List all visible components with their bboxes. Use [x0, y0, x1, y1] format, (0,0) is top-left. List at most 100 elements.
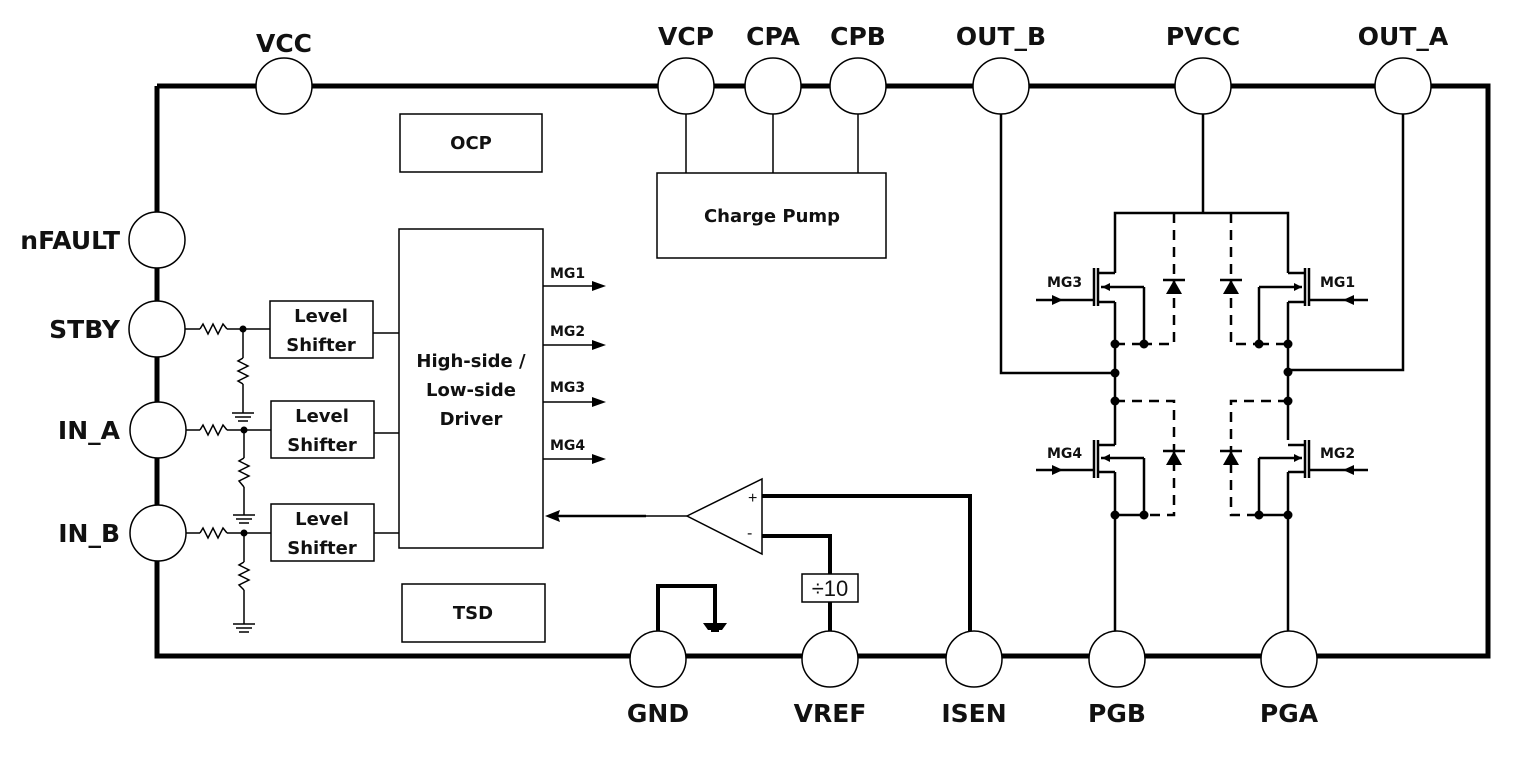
series-resistor	[199, 526, 228, 540]
pulldown-resistor	[236, 357, 250, 385]
mosfet-mg1: MG1	[1257, 268, 1368, 344]
pin-label: IN_A	[58, 416, 121, 445]
pin-label: VCP	[658, 22, 714, 51]
gnd-connection	[656, 584, 727, 632]
pin-label: ISEN	[941, 699, 1006, 728]
pin-circle	[1088, 630, 1146, 688]
ground-icon	[232, 412, 254, 422]
output-mg2: MG2	[543, 324, 606, 350]
output-mg4: MG4	[543, 438, 606, 464]
driver-label-line3: Driver	[440, 409, 503, 430]
pin-vref: VREF	[794, 630, 867, 728]
pin-circle	[129, 401, 187, 459]
pin-pga: PGA	[1260, 630, 1319, 728]
pin-circle	[1374, 57, 1432, 115]
pin-circle	[801, 630, 859, 688]
junction-dots	[1110, 339, 1293, 520]
arrow-left-icon	[1343, 465, 1354, 475]
pin-vcc: VCC	[255, 29, 313, 115]
pin-label: CPB	[830, 22, 886, 51]
tsd-block: TSD	[401, 583, 546, 643]
input-network-stby: Level Shifter	[185, 300, 399, 422]
pin-circle	[128, 211, 186, 269]
driver-label-line1: High-side /	[416, 351, 526, 372]
pin-circle	[744, 57, 802, 115]
pin-pgb: PGB	[1088, 630, 1146, 728]
gate-label: MG1	[1320, 275, 1355, 291]
ocp-block: OCP	[399, 113, 543, 173]
pin-label: OUT_A	[1358, 22, 1449, 51]
arrow-right-icon	[592, 281, 606, 291]
charge-pump-label: Charge Pump	[704, 206, 840, 227]
diode-icon	[1166, 280, 1182, 294]
level-shifter-label: Shifter	[287, 538, 357, 559]
pin-circle	[945, 630, 1003, 688]
pin-circle	[255, 57, 313, 115]
pulldown-resistor	[237, 561, 251, 591]
pin-out-b: OUT_B	[956, 22, 1046, 115]
ground-icon	[233, 514, 255, 524]
pin-in-a: IN_A	[58, 401, 187, 459]
mosfet-mg3: MG3	[1036, 268, 1146, 344]
minus-sign: -	[747, 525, 752, 542]
plus-sign: +	[748, 490, 757, 507]
pin-label: PVCC	[1166, 22, 1240, 51]
ground-icon	[703, 623, 727, 632]
output-label: MG2	[550, 324, 585, 340]
pin-label: PGB	[1088, 699, 1146, 728]
pin-out-a: OUT_A	[1358, 22, 1449, 115]
pin-gnd: GND	[627, 630, 689, 728]
pin-circle	[972, 57, 1030, 115]
diode-top-right	[1220, 213, 1288, 346]
pin-label: IN_B	[58, 519, 120, 548]
gate-label: MG2	[1320, 446, 1355, 462]
level-shifter-label: Level	[295, 509, 349, 530]
pin-circle	[829, 57, 887, 115]
comparator: + -	[545, 477, 972, 631]
pin-circle	[629, 630, 687, 688]
arrow-left-icon	[545, 510, 560, 522]
pin-pvcc: PVCC	[1166, 22, 1240, 115]
pin-stby: STBY	[49, 300, 186, 358]
pin-label: GND	[627, 699, 689, 728]
pin-circle	[129, 504, 187, 562]
pin-cpa: CPA	[744, 22, 802, 115]
mosfet-mg4: MG4	[1036, 399, 1185, 517]
diode-icon	[1223, 451, 1239, 465]
arrow-right-icon	[592, 397, 606, 407]
pin-circle	[1260, 630, 1318, 688]
pin-label: STBY	[49, 315, 121, 344]
tsd-label: TSD	[453, 603, 493, 624]
input-network-in-a: Level Shifter	[186, 400, 399, 524]
series-resistor	[199, 322, 228, 336]
pulldown-resistor	[237, 457, 251, 488]
diode-icon	[1166, 451, 1182, 465]
divider-block: ÷10	[801, 573, 859, 631]
pin-nfault: nFAULT	[20, 211, 186, 269]
arrow-right-icon	[1052, 465, 1063, 475]
pin-isen: ISEN	[941, 630, 1007, 728]
driver-block: High-side / Low-side Driver	[398, 228, 544, 549]
pin-label: nFAULT	[20, 226, 120, 255]
pin-circle	[128, 300, 186, 358]
level-shifter-label: Shifter	[287, 435, 357, 456]
ground-icon	[233, 623, 255, 633]
output-mg3: MG3	[543, 380, 606, 407]
arrow-right-icon	[592, 454, 606, 464]
charge-pump-block: Charge Pump	[656, 114, 887, 259]
pin-label: VREF	[794, 699, 867, 728]
output-label: MG4	[550, 438, 585, 454]
mosfet-mg2: MG2	[1220, 399, 1368, 517]
pin-vcp: VCP	[657, 22, 715, 115]
pin-label: VCC	[256, 29, 312, 58]
gate-label: MG4	[1047, 446, 1082, 462]
input-network-in-b: Level Shifter	[186, 503, 399, 633]
ocp-label: OCP	[450, 133, 492, 154]
output-label: MG3	[550, 380, 585, 396]
driver-outputs: MG1 MG2 MG3 MG4	[543, 266, 606, 464]
pin-label: PGA	[1260, 699, 1319, 728]
chip-outline	[154, 83, 1491, 659]
pin-label: CPA	[746, 22, 800, 51]
pin-label: OUT_B	[956, 22, 1046, 51]
diode-top-left	[1115, 213, 1185, 346]
